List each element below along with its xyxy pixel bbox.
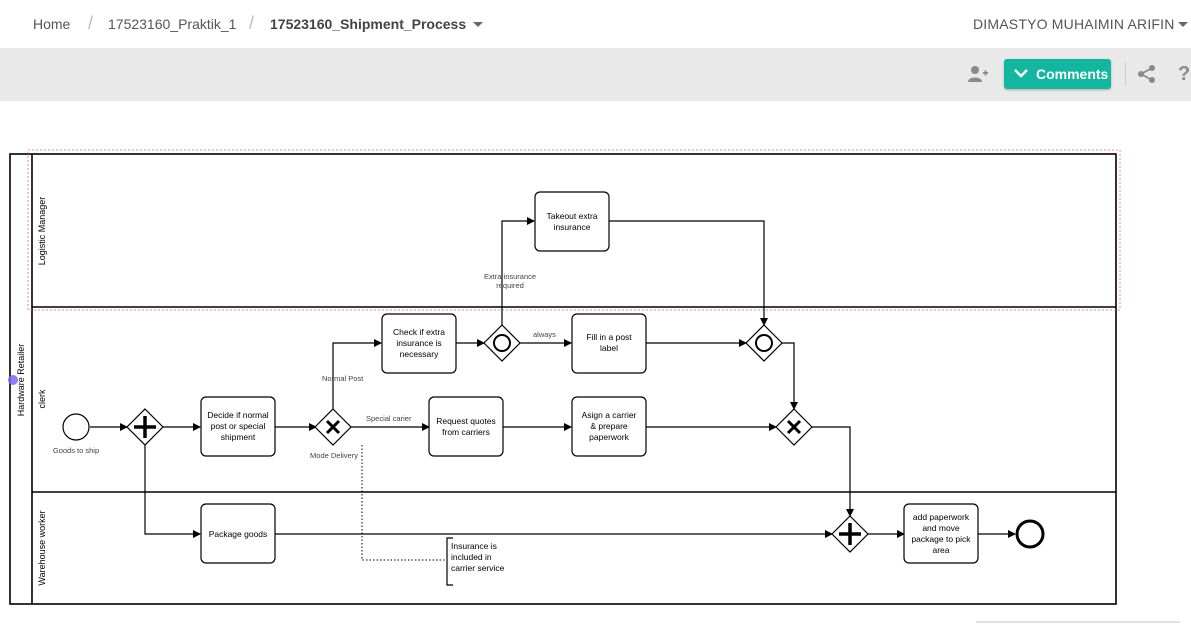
lane-label-clerk[interactable]: clerk (37, 389, 47, 409)
user-menu[interactable]: DIMASTYO MUHAIMIN ARIFIN (973, 16, 1175, 32)
exclusive-gateway-join[interactable] (775, 408, 813, 446)
flow-label-normal-post: Normal Post (322, 374, 364, 383)
start-event[interactable] (62, 413, 90, 441)
exclusive-gateway-mode-delivery[interactable] (314, 408, 352, 446)
flow-label-always: always (533, 330, 556, 339)
inclusive-gateway-join[interactable] (745, 324, 783, 362)
end-event[interactable] (1015, 519, 1045, 549)
chevron-down-icon[interactable] (473, 22, 483, 27)
breadcrumb-home[interactable]: Home (33, 16, 71, 32)
annotation-association[interactable] (361, 445, 447, 561)
parallel-gateway-join[interactable] (831, 515, 869, 553)
lane-label-logistic[interactable]: Logistic Manager (37, 197, 47, 266)
top-bar: Home / 17523160_Praktik_1 / 17523160_Shi… (0, 0, 1191, 49)
breadcrumb-separator: / (249, 13, 255, 33)
help-icon[interactable]: ? (1176, 63, 1191, 85)
breadcrumb-current[interactable]: 17523160_Shipment_Process (270, 16, 467, 32)
share-icon[interactable] (1137, 64, 1157, 84)
svg-text:?: ? (1178, 63, 1190, 85)
gateway-label-mode-delivery: Mode Delivery (310, 451, 358, 460)
pool-label: Hardware Retailer (16, 344, 26, 417)
chevron-down-icon (1014, 69, 1028, 78)
parallel-gateway-split[interactable] (126, 408, 164, 446)
comments-label: Comments (1036, 66, 1109, 82)
task-package-goods[interactable]: Package goods (200, 503, 276, 564)
inclusive-gateway-split[interactable] (483, 324, 521, 362)
chevron-down-icon[interactable] (1178, 22, 1188, 27)
lane-label-warehouse[interactable]: Warehouse worker (37, 510, 47, 585)
toolbar-divider (1125, 62, 1126, 86)
flow-label-special-carrier: Special carier (366, 414, 412, 423)
add-user-icon[interactable] (967, 64, 989, 84)
lane-selection-outline (27, 149, 1121, 311)
breadcrumb-separator: / (88, 13, 94, 33)
start-event-label: Goods to ship (53, 446, 99, 455)
comments-button[interactable]: Comments (1004, 59, 1111, 89)
bpmn-canvas[interactable]: Hardware Retailer Logistic Manager clerk… (0, 101, 1191, 624)
resize-handle[interactable] (8, 375, 18, 385)
lane-dividers (32, 306, 1116, 493)
toolbar (0, 48, 1191, 101)
breadcrumb-folder[interactable]: 17523160_Praktik_1 (108, 16, 237, 32)
svg-text:Package goods: Package goods (209, 529, 268, 539)
sequence-flows (90, 217, 1016, 538)
